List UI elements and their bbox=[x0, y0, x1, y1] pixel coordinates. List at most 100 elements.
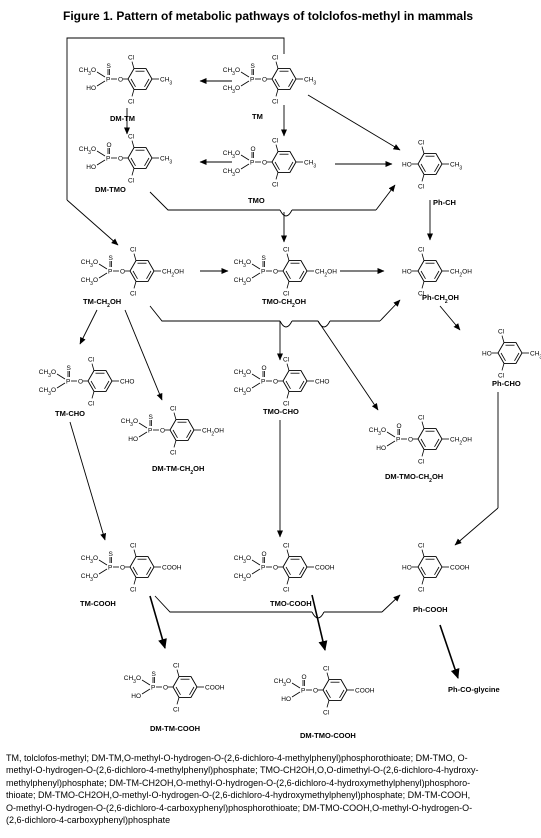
chlorine-label: Cl bbox=[170, 406, 177, 413]
compound-label: DM-TMO-CH2OH bbox=[385, 472, 443, 484]
alkoxy-label: CH3O bbox=[79, 67, 96, 77]
alkoxy-label: CH3O bbox=[124, 675, 141, 685]
para-substituent: COOH bbox=[162, 565, 182, 572]
chlorine-label: Cl bbox=[418, 140, 425, 147]
ester-oxygen-label: O bbox=[160, 428, 165, 435]
compound-label: TMO-CH2OH bbox=[262, 297, 306, 309]
alkoxy-label: CH3O bbox=[234, 259, 251, 269]
ester-oxygen-label: O bbox=[408, 437, 413, 444]
benzene-ring bbox=[282, 556, 308, 578]
reaction-arrow bbox=[79, 309, 98, 345]
sulfur-label: S bbox=[149, 414, 154, 421]
compound-label: DM-TM-CH2OH bbox=[152, 464, 204, 476]
reaction-arrow bbox=[69, 421, 107, 541]
compound-label: Ph-CH2OH bbox=[422, 293, 459, 305]
benzene-ring bbox=[271, 68, 297, 90]
hydroxyl-label: HO bbox=[402, 565, 412, 572]
para-substituent: CH2OH bbox=[450, 437, 472, 447]
sulfur-label: S bbox=[107, 63, 112, 70]
chlorine-label: Cl bbox=[283, 247, 290, 254]
alkoxy-label: CH3O bbox=[121, 418, 138, 428]
caption-line: methyl-O-hydrogen-O-(2,6-dichloro-4-meth… bbox=[6, 765, 479, 776]
phosphorus-label: P bbox=[108, 565, 112, 572]
chlorine-label: Cl bbox=[283, 543, 290, 550]
metabolic-pathway-diagram: ClClCH3OPSCH3OHODM-TMClClCH3OPSCH3OCH3OT… bbox=[39, 37, 541, 740]
para-substituent: CH3 bbox=[304, 77, 316, 87]
caption-line: TM, tolclofos-methyl; DM-TM,O-methyl-O-h… bbox=[6, 753, 468, 763]
compound-label: TM-CHO bbox=[55, 409, 85, 418]
alkoxy-label: CH3O bbox=[223, 168, 240, 178]
hydroxyl-label: HO bbox=[482, 351, 492, 358]
benzene-ring bbox=[417, 260, 443, 282]
chlorine-label: Cl bbox=[173, 663, 180, 670]
reaction-arrow bbox=[66, 199, 119, 246]
alkoxy-label: CH3O bbox=[234, 387, 251, 397]
oxo-oxygen-label: O bbox=[251, 146, 256, 153]
alkoxy-label: CH3O bbox=[79, 146, 96, 156]
hydroxyl-label: HO bbox=[402, 162, 412, 169]
chlorine-label: Cl bbox=[128, 98, 135, 105]
phosphorus-label: P bbox=[250, 77, 254, 84]
phosphorus-label: P bbox=[261, 565, 265, 572]
compound-label: DM-TMO bbox=[95, 185, 126, 194]
ester-oxygen-label: O bbox=[78, 379, 83, 386]
reaction-arrow bbox=[454, 507, 499, 546]
chlorine-label: Cl bbox=[418, 458, 425, 465]
compound-label: TM bbox=[252, 112, 263, 121]
reaction-arrow bbox=[375, 184, 396, 211]
sulfur-label: S bbox=[262, 255, 267, 262]
para-substituent: COOH bbox=[355, 688, 375, 695]
para-substituent: COOH bbox=[205, 685, 225, 692]
ester-oxygen-label: O bbox=[273, 565, 278, 572]
reaction-arrow bbox=[439, 305, 461, 331]
phosphorus-label: P bbox=[106, 77, 110, 84]
benzene-ring bbox=[417, 153, 443, 175]
benzene-ring bbox=[127, 68, 153, 90]
oxo-oxygen-label: O bbox=[262, 365, 267, 372]
ester-oxygen-label: O bbox=[163, 685, 168, 692]
chlorine-label: Cl bbox=[272, 181, 279, 188]
ester-oxygen-label: O bbox=[118, 156, 123, 163]
pathway-line bbox=[154, 595, 312, 613]
benzene-ring bbox=[129, 556, 155, 578]
caption-line: (2,6-dichloro-4-carboxyphenyl)phosphate bbox=[6, 815, 171, 826]
chlorine-label: Cl bbox=[283, 357, 290, 364]
compound-label: Ph-CHO bbox=[492, 379, 521, 388]
phosphorus-label: P bbox=[106, 156, 110, 163]
ester-oxygen-label: O bbox=[120, 565, 125, 572]
oxo-oxygen-label: O bbox=[397, 423, 402, 430]
chlorine-label: Cl bbox=[272, 98, 279, 105]
reaction-arrow bbox=[439, 624, 460, 679]
para-substituent: CH3 bbox=[530, 351, 541, 361]
chlorine-label: Cl bbox=[418, 290, 425, 297]
alkoxy-label: CH3O bbox=[39, 369, 56, 379]
phosphorus-label: P bbox=[301, 688, 305, 695]
para-substituent: CH3 bbox=[160, 156, 172, 166]
oxo-oxygen-label: O bbox=[262, 551, 267, 558]
chlorine-label: Cl bbox=[323, 709, 330, 716]
chlorine-label: Cl bbox=[283, 290, 290, 297]
phosphorus-label: P bbox=[148, 428, 152, 435]
para-substituent: COOH bbox=[450, 565, 470, 572]
chlorine-label: Cl bbox=[130, 543, 137, 550]
benzene-ring bbox=[282, 370, 308, 392]
chlorine-label: Cl bbox=[498, 372, 505, 379]
oxo-oxygen-label: O bbox=[107, 142, 112, 149]
benzene-ring bbox=[417, 428, 443, 450]
alkoxy-label: CH3O bbox=[234, 573, 251, 583]
caption-line: thioate; DM-TMO-CH2OH,O-methyl-O-hydroge… bbox=[6, 790, 471, 801]
chlorine-label: Cl bbox=[283, 400, 290, 407]
compound-label: TM-COOH bbox=[80, 599, 116, 608]
chlorine-label: Cl bbox=[272, 55, 279, 62]
compound-label: Ph-CH bbox=[433, 198, 456, 207]
caption-line: methylphenyl)phosphate; DM-TM-CH2OH,O-me… bbox=[6, 777, 471, 788]
ester-oxygen-label: O bbox=[273, 379, 278, 386]
chlorine-label: Cl bbox=[418, 247, 425, 254]
chlorine-label: Cl bbox=[88, 400, 95, 407]
